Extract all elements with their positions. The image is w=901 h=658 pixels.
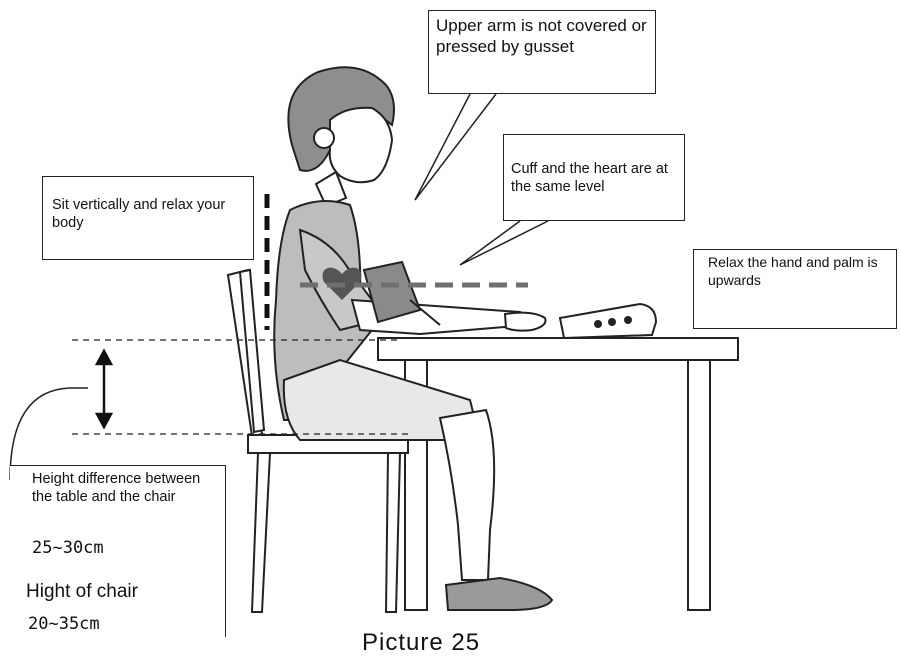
callout-sit-text: Sit vertically and relax your body xyxy=(52,196,242,232)
height-difference-label: Height difference between the table and … xyxy=(32,470,222,506)
callout-upper-arm-text: Upper arm is not covered or pressed by g… xyxy=(436,15,651,58)
callout-relax-hand-text: Relax the hand and palm is upwards xyxy=(708,254,894,289)
height-difference-value: 25~30cm xyxy=(32,538,104,559)
chair-height-label: Hight of chair xyxy=(26,580,138,604)
cuff xyxy=(364,262,440,325)
figure-caption: Picture 25 xyxy=(362,628,480,658)
callout-cuff-heart-text: Cuff and the heart are at the same level xyxy=(511,160,679,196)
blood-pressure-posture-diagram: Upper arm is not covered or pressed by g… xyxy=(0,0,901,642)
height-difference-arrow xyxy=(97,351,111,427)
chair-height-value: 20~35cm xyxy=(28,614,100,635)
bp-monitor xyxy=(560,304,656,338)
table xyxy=(378,338,738,610)
